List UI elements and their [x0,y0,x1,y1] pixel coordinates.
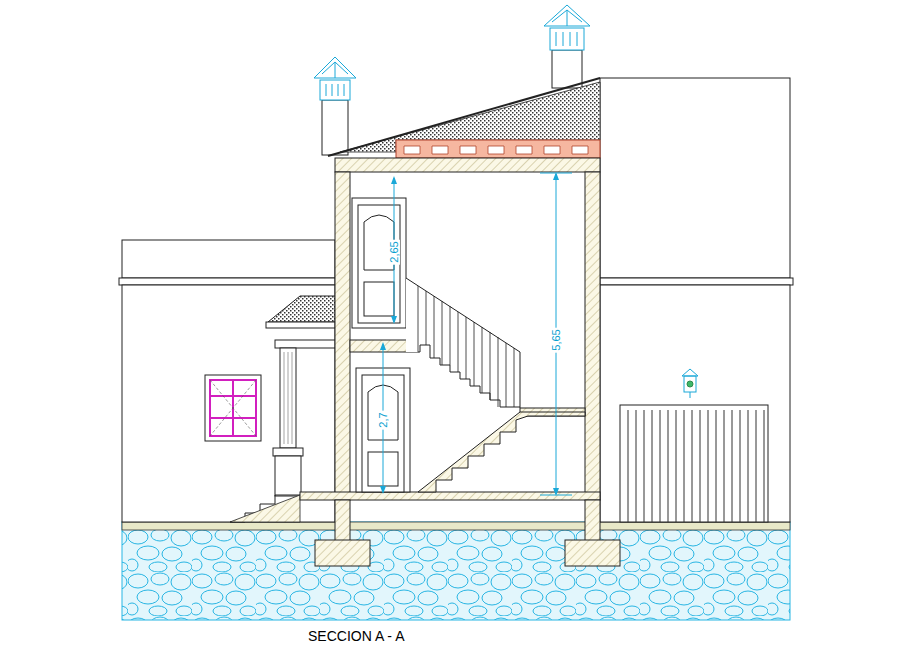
section-caption: SECCION A - A [308,628,404,644]
stair [406,278,520,408]
wall-lamp [682,369,698,398]
roof [328,78,600,158]
dimension-value: 5,65 [550,327,562,352]
exterior-steps [230,495,300,522]
dimension-value: 2,7 [377,410,389,429]
chimney [544,5,590,88]
dimension-value: 2,65 [388,239,400,264]
dimension-lines [380,172,572,496]
chimney [314,57,356,155]
garage-door [620,405,768,522]
right-wing [600,78,793,522]
stair [418,412,585,492]
door [352,198,406,328]
left-wing [119,240,335,522]
porch [266,296,335,496]
ground [122,522,790,620]
window [205,375,261,441]
section-walls [300,158,620,566]
